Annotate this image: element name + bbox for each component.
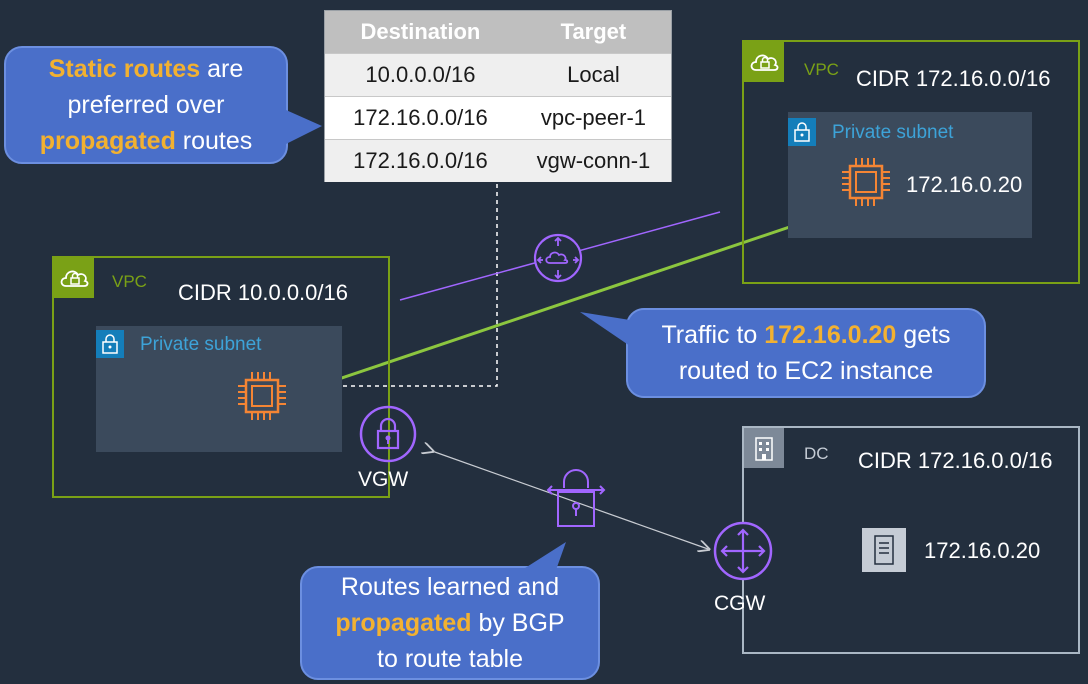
building-icon	[755, 437, 773, 461]
lock-icon	[102, 334, 118, 354]
propagated-highlight: propagated	[335, 609, 472, 637]
traffic-route-arrow	[311, 205, 840, 390]
subnet-badge	[788, 118, 816, 146]
ec2-instance-icon[interactable]	[236, 370, 288, 422]
instance-ip: 172.16.0.20	[906, 172, 1023, 197]
callout-text: Routes learned and	[340, 573, 560, 601]
bgp-callout-pointer	[522, 542, 566, 570]
route-table-association-line	[340, 184, 498, 387]
callout-text: to route table	[377, 645, 523, 673]
vpn-connection-line	[432, 451, 708, 549]
dc-badge	[744, 428, 784, 468]
route-destination: 10.0.0.0/16	[365, 62, 476, 87]
right-vpc: VPC CIDR 172.16.0.0/16 Private subnet 17…	[742, 40, 1080, 284]
private-subnet: Private subnet 172.16.0.20	[788, 112, 1032, 238]
traffic-callout: Traffic to 172.16.0.20 gets routed to EC…	[626, 308, 986, 398]
callout-text: Traffic to	[661, 321, 765, 349]
subnet-label: Private subnet	[140, 334, 262, 355]
route-target: vpc-peer-1	[540, 105, 647, 130]
vpc-badge	[744, 42, 784, 82]
cloud-lock-icon	[750, 54, 779, 71]
cloud-lock-icon	[60, 270, 89, 287]
server-icon[interactable]	[862, 528, 906, 572]
data-center: DC CIDR 172.16.0.0/16 172.16.0.20	[742, 426, 1080, 654]
route-destination: 172.16.0.0/16	[353, 148, 488, 173]
callout-text: routed to EC2 instance	[678, 357, 934, 385]
vpc-cidr: CIDR 10.0.0.0/16	[178, 280, 348, 305]
subnet-badge	[96, 330, 124, 358]
cgw-label: CGW	[714, 592, 766, 615]
static-routes-callout: Static routes are preferred over propaga…	[4, 46, 288, 164]
callout-text: preferred over	[67, 91, 225, 119]
private-subnet: Private subnet	[96, 326, 342, 452]
lock-icon	[794, 122, 810, 142]
ec2-instance-icon[interactable]	[840, 156, 892, 208]
server-ip: 172.16.0.20	[924, 538, 1041, 563]
callout-text: are	[200, 55, 244, 83]
vpc-tag: VPC	[804, 60, 839, 79]
route-row: 10.0.0.0/16 Local	[325, 53, 671, 96]
ip-highlight: 172.16.0.20	[764, 321, 897, 349]
route-target: vgw-conn-1	[536, 148, 651, 173]
callout-text: gets	[896, 321, 951, 349]
route-destination: 172.16.0.0/16	[353, 105, 488, 130]
subnet-label: Private subnet	[832, 122, 954, 143]
vpc-badge	[54, 258, 94, 298]
static-callout-pointer	[286, 110, 322, 144]
propagated-highlight: propagated	[39, 127, 176, 155]
route-target: Local	[567, 62, 620, 87]
dc-tag: DC	[804, 444, 829, 463]
server-glyph	[874, 535, 894, 565]
callout-text: routes	[175, 127, 253, 155]
dc-cidr: CIDR 172.16.0.0/16	[858, 448, 1053, 473]
vpc-tag: VPC	[112, 272, 147, 291]
customer-gateway-icon[interactable]	[712, 520, 774, 582]
route-table-header: Destination Target	[325, 11, 671, 53]
route-row: 172.16.0.0/16 vgw-conn-1	[325, 139, 671, 182]
target-column-header: Target	[560, 19, 627, 44]
vpn-connection-icon[interactable]	[546, 468, 606, 530]
left-vpc: VPC CIDR 10.0.0.0/16 Private subnet	[52, 256, 390, 498]
bgp-callout: Routes learned and propagated by BGP to …	[300, 566, 600, 680]
vgw-label: VGW	[358, 468, 409, 491]
callout-text: by BGP	[471, 609, 565, 637]
static-routes-highlight: Static routes	[48, 55, 201, 83]
route-table: Destination Target 10.0.0.0/16 Local 172…	[324, 10, 672, 182]
vpc-cidr: CIDR 172.16.0.0/16	[856, 66, 1051, 91]
traffic-callout-pointer	[580, 312, 630, 346]
destination-column-header: Destination	[360, 19, 481, 44]
route-row: 172.16.0.0/16 vpc-peer-1	[325, 96, 671, 139]
vpn-gateway-icon[interactable]	[358, 404, 418, 464]
peering-connection-icon[interactable]	[532, 232, 584, 284]
